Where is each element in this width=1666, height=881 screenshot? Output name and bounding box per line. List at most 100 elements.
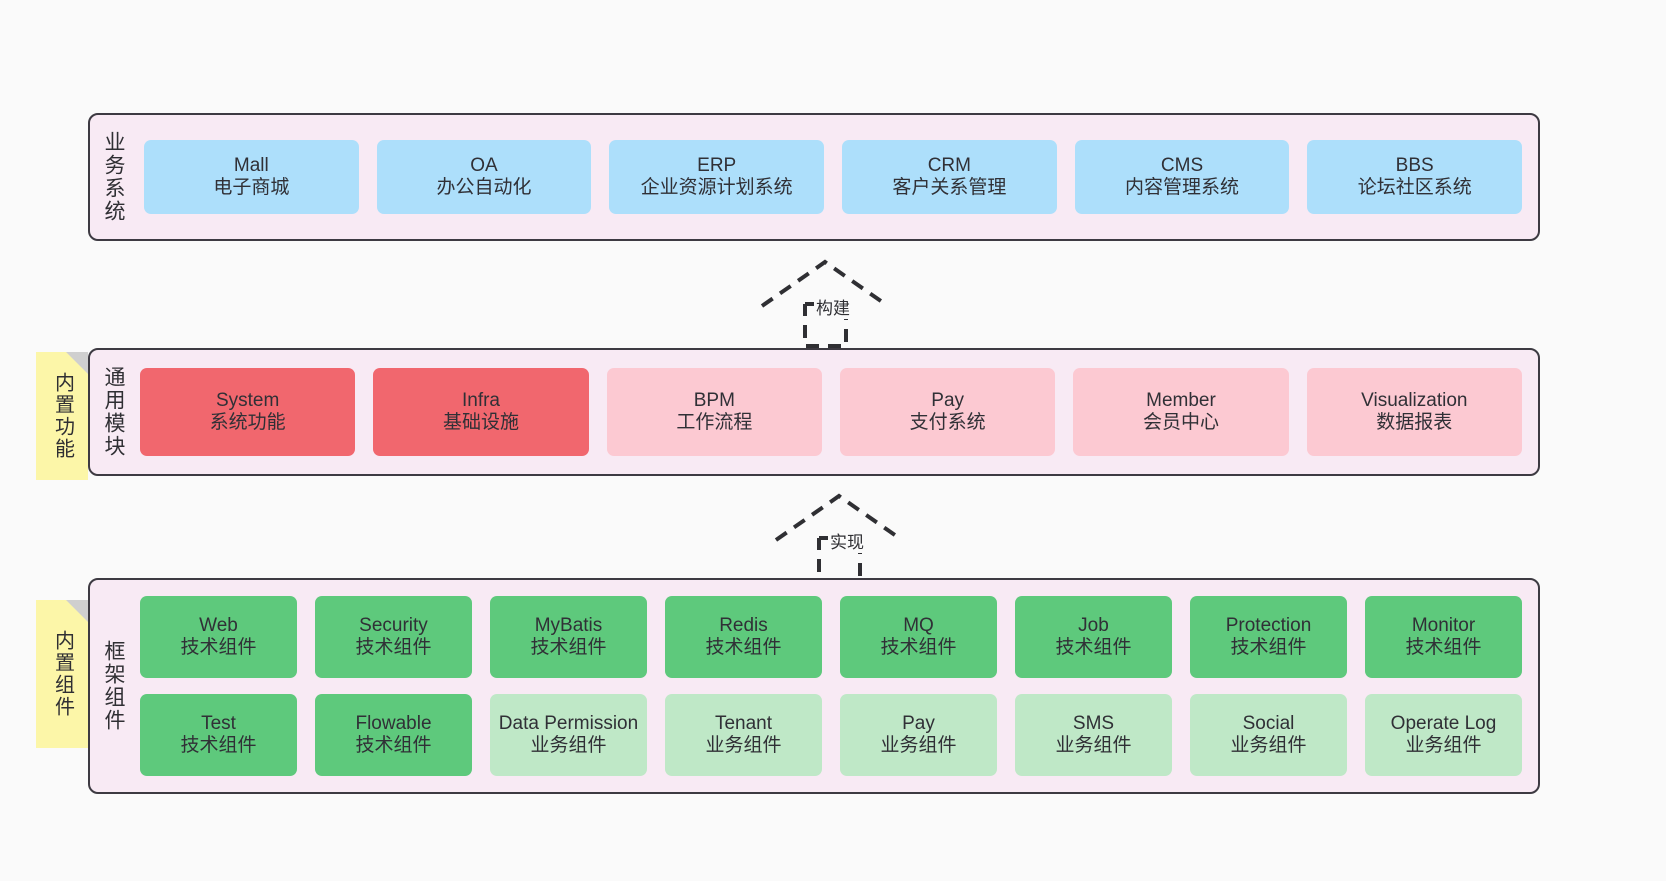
- module-card-subtitle: 业务组件: [1055, 735, 1132, 756]
- module-card-subtitle: 技术组件: [1055, 637, 1132, 658]
- module-card-erp[interactable]: ERP 企业资源计划系统: [609, 140, 825, 214]
- module-card-mq[interactable]: MQ 技术组件: [840, 596, 997, 678]
- layer-body-business: Mall 电子商城 OA 办公自动化 ERP 企业资源计划系统 CRM 客户关系…: [136, 115, 1538, 239]
- module-card-visualization[interactable]: Visualization 数据报表: [1306, 368, 1522, 456]
- module-card-subtitle: 业务组件: [530, 735, 607, 756]
- module-card-title: Member: [1146, 389, 1216, 411]
- module-card-title: Monitor: [1411, 614, 1476, 636]
- module-card-job[interactable]: Job 技术组件: [1015, 596, 1172, 678]
- module-card-subtitle: 工作流程: [676, 412, 753, 433]
- module-card-title: Tenant: [714, 712, 773, 734]
- module-card-title: Data Permission: [498, 712, 639, 734]
- module-card-subtitle: 技术组件: [705, 637, 782, 658]
- module-card-system[interactable]: System 系统功能: [140, 368, 356, 456]
- layer-row: System 系统功能 Infra 基础设施 BPM 工作流程 Pay 支付系统…: [140, 368, 1522, 456]
- module-card-subtitle: 业务组件: [705, 735, 782, 756]
- layer-row: Mall 电子商城 OA 办公自动化 ERP 企业资源计划系统 CRM 客户关系…: [144, 140, 1523, 214]
- module-card-title: BBS: [1395, 154, 1434, 176]
- module-card-title: Pay: [931, 389, 965, 411]
- module-card-subtitle: 业务组件: [1230, 735, 1307, 756]
- module-card-title: MQ: [903, 614, 934, 636]
- module-card-infra[interactable]: Infra 基础设施: [373, 368, 589, 456]
- connector-build-arrow: 构建: [752, 256, 922, 348]
- module-card-subtitle: 业务组件: [880, 735, 957, 756]
- module-card-title: Job: [1078, 614, 1109, 636]
- layer-body-common: System 系统功能 Infra 基础设施 BPM 工作流程 Pay 支付系统…: [136, 350, 1538, 474]
- module-card-subtitle: 业务组件: [1405, 735, 1482, 756]
- module-card-title: Security: [359, 614, 428, 636]
- module-card-operate-log[interactable]: Operate Log 业务组件: [1365, 694, 1522, 776]
- module-card-subtitle: 会员中心: [1142, 412, 1219, 433]
- module-card-title: Mall: [233, 154, 269, 176]
- module-card-title: BPM: [693, 389, 735, 411]
- module-card-title: MyBatis: [534, 614, 603, 636]
- module-card-subtitle: 技术组件: [180, 735, 257, 756]
- module-card-title: Visualization: [1361, 389, 1468, 411]
- arrowhead-triangle-icon: [774, 493, 904, 542]
- layer-title-common: 通用模块: [102, 366, 126, 458]
- module-card-oa[interactable]: OA 办公自动化: [376, 140, 592, 214]
- module-card-subtitle: 技术组件: [180, 637, 257, 658]
- module-card-subtitle: 办公自动化: [436, 177, 532, 198]
- module-card-title: Social: [1242, 712, 1295, 734]
- module-card-pay-business[interactable]: Pay 业务组件: [840, 694, 997, 776]
- module-card-monitor[interactable]: Monitor 技术组件: [1365, 596, 1522, 678]
- module-card-subtitle: 系统功能: [209, 412, 286, 433]
- module-card-data-permission[interactable]: Data Permission 业务组件: [490, 694, 647, 776]
- module-card-protection[interactable]: Protection 技术组件: [1190, 596, 1347, 678]
- module-card-redis[interactable]: Redis 技术组件: [665, 596, 822, 678]
- sticky-note-builtin-components: 内置组件: [36, 600, 88, 748]
- layer-row: Test 技术组件 Flowable 技术组件 Data Permission …: [140, 694, 1522, 776]
- module-card-bbs[interactable]: BBS 论坛社区系统: [1307, 140, 1523, 214]
- sticky-note-label: 内置功能: [51, 372, 74, 460]
- arrowhead-triangle-icon: [760, 259, 890, 308]
- module-card-subtitle: 基础设施: [442, 412, 519, 433]
- connector-label-build: 构建: [814, 294, 852, 319]
- layer-body-framework: Web 技术组件 Security 技术组件 MyBatis 技术组件 Redi…: [136, 580, 1538, 792]
- module-card-cms[interactable]: CMS 内容管理系统: [1074, 140, 1290, 214]
- module-card-title: Web: [199, 614, 238, 636]
- module-card-mall[interactable]: Mall 电子商城: [144, 140, 359, 214]
- module-card-subtitle: 电子商城: [213, 177, 290, 198]
- module-card-mybatis[interactable]: MyBatis 技术组件: [490, 596, 647, 678]
- module-card-social[interactable]: Social 业务组件: [1190, 694, 1347, 776]
- module-card-title: Protection: [1225, 614, 1312, 636]
- module-card-crm[interactable]: CRM 客户关系管理: [842, 140, 1057, 214]
- layer-framework-component: 框架组件 Web 技术组件 Security 技术组件 MyBatis 技术组件…: [88, 578, 1540, 794]
- module-card-subtitle: 论坛社区系统: [1357, 177, 1472, 198]
- layer-common-module: 通用模块 System 系统功能 Infra 基础设施 BPM 工作流程 Pay…: [88, 348, 1540, 476]
- layer-row: Web 技术组件 Security 技术组件 MyBatis 技术组件 Redi…: [140, 596, 1522, 678]
- module-card-subtitle: 企业资源计划系统: [640, 177, 793, 198]
- module-card-pay[interactable]: Pay 支付系统: [839, 368, 1056, 456]
- module-card-subtitle: 技术组件: [355, 637, 432, 658]
- module-card-title: ERP: [697, 154, 737, 176]
- module-card-title: Pay: [902, 712, 935, 734]
- module-card-bpm[interactable]: BPM 工作流程: [606, 368, 822, 456]
- module-card-title: Flowable: [355, 712, 432, 734]
- module-card-subtitle: 技术组件: [1230, 637, 1307, 658]
- module-card-subtitle: 数据报表: [1376, 412, 1453, 433]
- module-card-security[interactable]: Security 技术组件: [315, 596, 472, 678]
- layer-title-framework: 框架组件: [102, 640, 126, 732]
- module-card-flowable[interactable]: Flowable 技术组件: [315, 694, 472, 776]
- module-card-title: System: [215, 389, 280, 411]
- module-card-sms[interactable]: SMS 业务组件: [1015, 694, 1172, 776]
- module-card-member[interactable]: Member 会员中心: [1073, 368, 1289, 456]
- module-card-web[interactable]: Web 技术组件: [140, 596, 297, 678]
- connector-implement-arrow: 实现: [766, 490, 936, 582]
- connector-label-implement: 实现: [828, 528, 866, 553]
- sticky-note-builtin-features: 内置功能: [36, 352, 88, 480]
- module-card-test[interactable]: Test 技术组件: [140, 694, 297, 776]
- module-card-subtitle: 技术组件: [355, 735, 432, 756]
- sticky-note-label: 内置组件: [51, 630, 74, 718]
- module-card-subtitle: 内容管理系统: [1125, 177, 1240, 198]
- module-card-title: Operate Log: [1390, 712, 1497, 734]
- module-card-title: OA: [470, 154, 498, 176]
- module-card-subtitle: 客户关系管理: [892, 177, 1007, 198]
- module-card-subtitle: 技术组件: [530, 637, 607, 658]
- layer-business-system: 业务系统 Mall 电子商城 OA 办公自动化 ERP 企业资源计划系统 CRM…: [88, 113, 1540, 241]
- module-card-tenant[interactable]: Tenant 业务组件: [665, 694, 822, 776]
- module-card-title: Test: [201, 712, 236, 734]
- module-card-title: Infra: [461, 389, 500, 411]
